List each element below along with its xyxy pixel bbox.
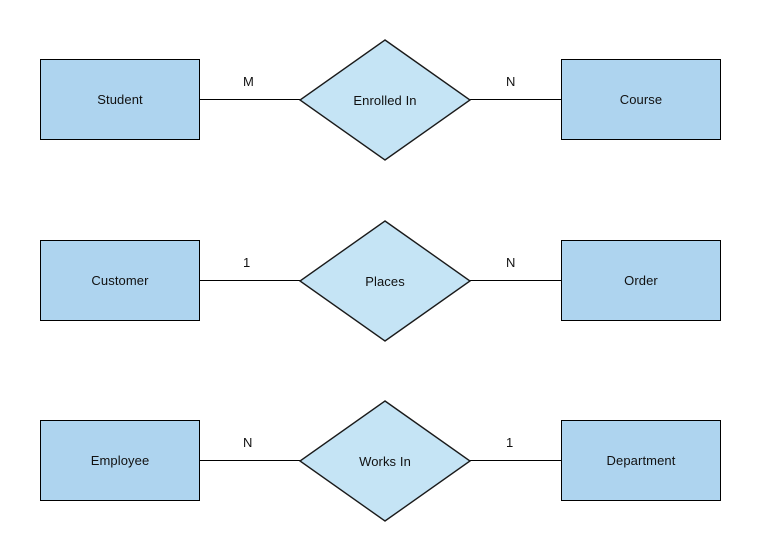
entity-box-student[interactable]: Student bbox=[40, 59, 200, 140]
cardinality-label-left: 1 bbox=[243, 255, 251, 270]
connector-line-left bbox=[200, 280, 300, 281]
entity-label: Order bbox=[624, 273, 658, 288]
relationship-diamond-works-in[interactable]: Works In bbox=[299, 400, 471, 522]
entity-box-order[interactable]: Order bbox=[561, 240, 721, 321]
entity-box-department[interactable]: Department bbox=[561, 420, 721, 501]
connector-line-left bbox=[200, 99, 300, 100]
cardinality-label-right: N bbox=[506, 255, 516, 270]
entity-label: Course bbox=[619, 92, 663, 107]
cardinality-label-right: N bbox=[506, 74, 516, 89]
entity-label: Student bbox=[97, 92, 143, 107]
entity-box-customer[interactable]: Customer bbox=[40, 240, 200, 321]
entity-box-course[interactable]: Course bbox=[561, 59, 721, 140]
relationship-diamond-places[interactable]: Places bbox=[299, 220, 471, 342]
entity-label: Employee bbox=[90, 453, 150, 468]
entity-box-employee[interactable]: Employee bbox=[40, 420, 200, 501]
diamond-icon bbox=[299, 220, 471, 342]
connector-line-left bbox=[200, 460, 300, 461]
diamond-icon bbox=[299, 39, 471, 161]
connector-line-right bbox=[470, 280, 561, 281]
entity-label: Customer bbox=[91, 273, 149, 288]
cardinality-label-right: 1 bbox=[506, 435, 514, 450]
cardinality-label-left: M bbox=[243, 74, 254, 89]
diamond-icon bbox=[299, 400, 471, 522]
connector-line-right bbox=[470, 460, 561, 461]
er-relationship-row: Employee N Works In 1 Department bbox=[0, 380, 761, 540]
er-relationship-row: Customer 1 Places N Order bbox=[0, 200, 761, 360]
relationship-diamond-enrolled-in[interactable]: Enrolled In bbox=[299, 39, 471, 161]
entity-label: Department bbox=[606, 453, 676, 468]
connector-line-right bbox=[470, 99, 561, 100]
cardinality-label-left: N bbox=[243, 435, 253, 450]
er-relationship-row: Student M Enrolled In N Course bbox=[0, 19, 761, 179]
